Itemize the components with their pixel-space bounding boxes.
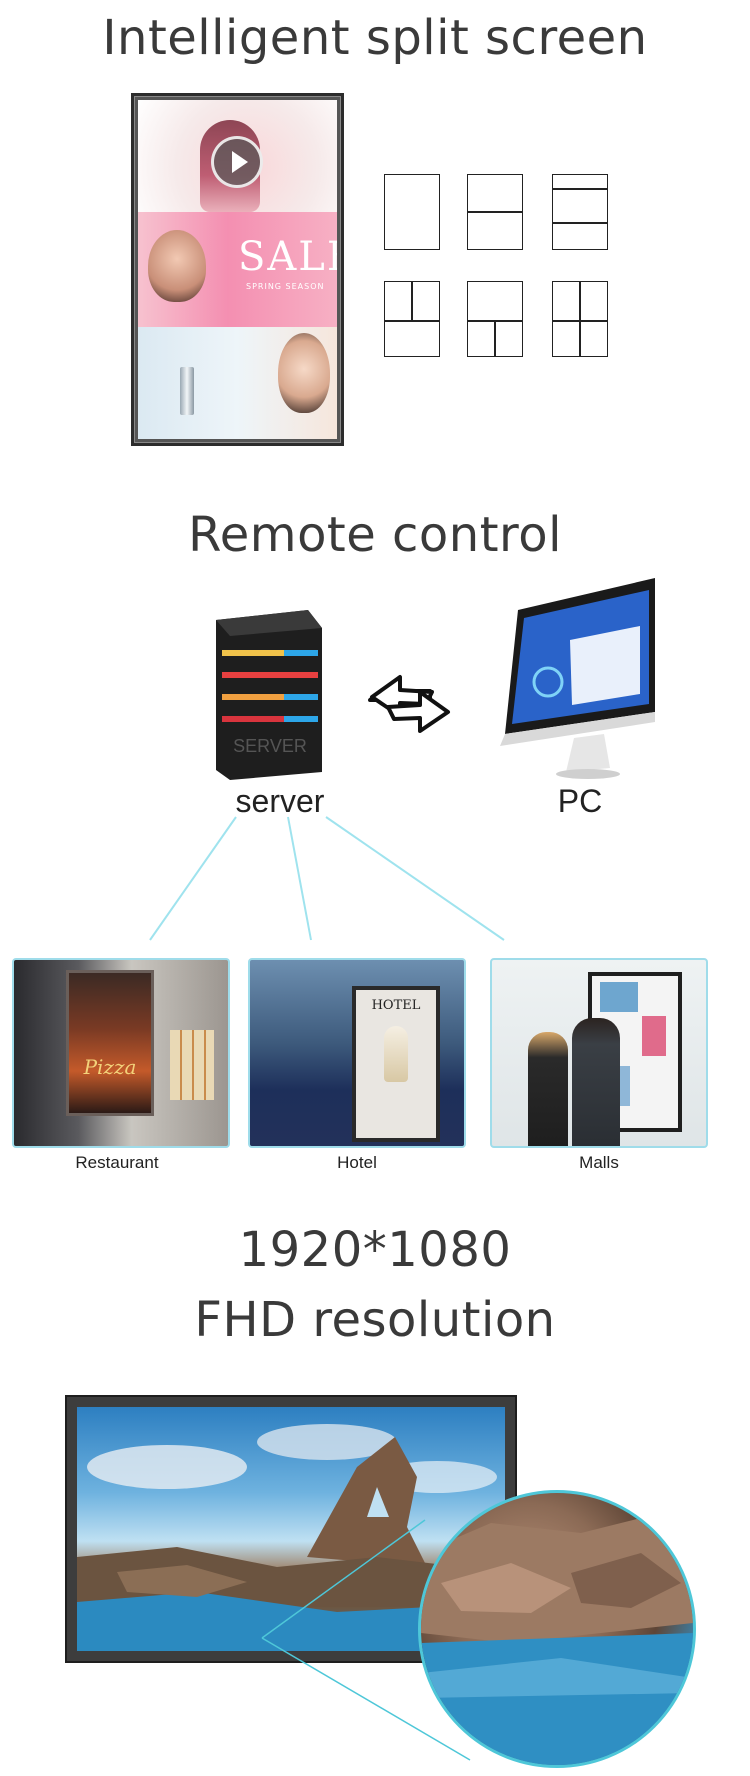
connector-line-restaurant	[149, 816, 237, 941]
layout-bottom-split-icon	[467, 281, 523, 357]
cosmetics-pane	[138, 327, 337, 439]
model-portrait-image	[148, 229, 206, 302]
venue-caption-restaurant: Restaurant	[75, 1153, 159, 1172]
resolution-title-line1: 1920*1080	[238, 1222, 512, 1278]
venue-caption-hotel: Hotel	[337, 1153, 377, 1172]
zoomed-rock-image	[421, 1513, 693, 1765]
product-bottle-image	[180, 367, 194, 416]
resolution-title-line2: FHD resolution	[194, 1292, 556, 1348]
restaurant-venue-image: Pizza	[12, 958, 230, 1148]
connector-line-hotel	[287, 816, 312, 941]
woman-shopper-image	[528, 1032, 568, 1146]
server-case-text: SERVER	[233, 736, 307, 756]
hotel-venue-image: HOTEL	[248, 958, 466, 1148]
sale-pane: SALE SPRING SEASON	[138, 211, 337, 328]
layout-two-rows-icon	[467, 174, 523, 250]
portrait-signage-display: SALE SPRING SEASON	[131, 93, 344, 446]
sale-banner-subtext: SPRING SEASON	[246, 281, 325, 291]
man-shopper-image	[572, 1018, 620, 1146]
connector-line-malls	[325, 816, 505, 941]
model-face-image	[278, 333, 330, 414]
wine-glass-image	[384, 1026, 408, 1082]
desktop-monitor-icon	[500, 578, 655, 779]
pc-label: PC	[557, 783, 603, 819]
pizza-poster-text: Pizza	[83, 1055, 137, 1079]
layout-three-rows-icon	[552, 174, 608, 250]
server-icon: SERVER	[216, 610, 322, 780]
venue-caption-malls: Malls	[579, 1153, 619, 1172]
coastal-landscape-image	[77, 1424, 505, 1651]
menu-board-image	[170, 1030, 214, 1100]
layout-full-icon	[384, 174, 440, 250]
pizza-poster: Pizza	[66, 970, 154, 1116]
sale-banner-text: SALE	[238, 233, 337, 280]
bidirectional-arrow-icon	[368, 675, 450, 733]
hotel-poster-text: HOTEL	[371, 998, 421, 1013]
server-label: server	[235, 783, 325, 819]
layout-quad-icon	[552, 281, 608, 357]
layout-top-split-icon	[384, 281, 440, 357]
video-pane	[138, 100, 337, 212]
malls-venue-image	[490, 958, 708, 1148]
play-icon[interactable]	[211, 136, 263, 188]
landscape-display-screen	[77, 1407, 505, 1651]
remote-control-title: Remote control	[188, 507, 562, 563]
hotel-poster: HOTEL	[352, 986, 440, 1142]
landscape-display	[65, 1395, 517, 1663]
split-screen-title: Intelligent split screen	[102, 10, 648, 66]
zoomed-detail-circle	[418, 1490, 696, 1768]
